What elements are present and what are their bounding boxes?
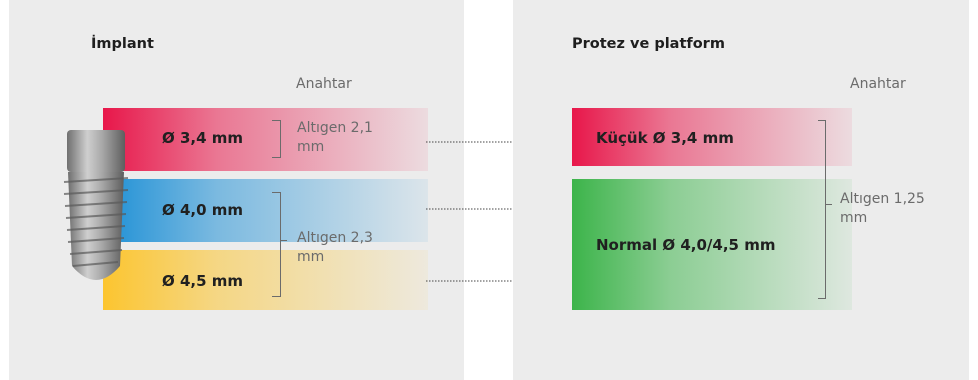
- band-small-3-4-mm: [572, 108, 852, 166]
- hex-label-2-3: Altıgen 2,3 mm: [297, 230, 373, 265]
- band-label-3-4-mm: Ø 3,4 mm: [162, 129, 244, 147]
- prosthesis-panel-title: Protez ve platform: [572, 36, 725, 52]
- implant-panel-title: İmplant: [91, 36, 154, 52]
- hex-label-1-25: Altıgen 1,25 mm: [840, 191, 925, 226]
- hex-bracket-1-25-tick: [826, 204, 832, 205]
- hex-bracket-2-1: [272, 120, 281, 158]
- implant-key-label: Anahtar: [296, 76, 352, 92]
- band-label-4-5-mm: Ø 4,5 mm: [162, 272, 244, 290]
- hex-label-2-1: Altıgen 2,1 mm: [297, 120, 373, 155]
- band-normal-4-0-4-5-mm: [572, 179, 852, 310]
- prosthesis-key-label: Anahtar: [850, 76, 906, 92]
- band-4-5-mm: [103, 250, 428, 310]
- band-4-0-mm: [103, 179, 428, 242]
- hex-bracket-1-25: [818, 120, 826, 299]
- band-label-normal-4-0-4-5-mm: Normal Ø 4,0/4,5 mm: [596, 236, 776, 254]
- hex-bracket-2-3-tick: [281, 240, 287, 241]
- band-3-4-mm: [103, 108, 428, 171]
- hex-bracket-2-3: [272, 192, 281, 297]
- band-label-4-0-mm: Ø 4,0 mm: [162, 201, 244, 219]
- band-label-small-3-4-mm: Küçük Ø 3,4 mm: [596, 129, 734, 147]
- implant-screw-icon: [63, 130, 129, 280]
